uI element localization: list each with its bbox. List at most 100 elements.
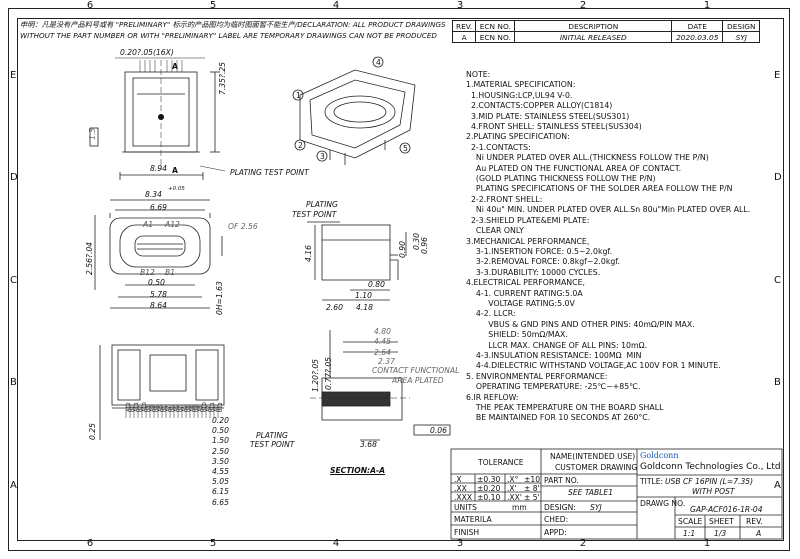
design-value: SYJ <box>590 503 602 512</box>
note-line: 3.MID PLATE: STAINLESS STEEL(SUS301) <box>466 111 630 121</box>
col-label-3-bottom: 3 <box>456 538 464 549</box>
design-cell: SYJ <box>722 31 761 43</box>
bottom-view <box>99 344 225 440</box>
total-length-dim: 7.35?.25 <box>218 61 227 95</box>
width-418-dim: 4.18 <box>356 303 373 312</box>
revision-row: A ECN NO. INITIAL RELEASED 2020.03.05 SY… <box>451 31 761 43</box>
height-090-dim: 0.90 <box>398 241 407 258</box>
part-no-label: PART NO. <box>544 476 579 485</box>
col-label-1-bottom: 1 <box>703 538 711 549</box>
note-line: BE MAINTAINED FOR 10 SECONDS AT 260°C. <box>466 413 651 423</box>
note-line: 2.PLATING SPECIFICATION: <box>466 132 570 142</box>
tol-row-3-b: ±0.10 <box>477 493 501 502</box>
declaration-line-1: 申明：凡是没有产品料号或有 "PRELIMINARY" 标示的产品图均为临时图面… <box>20 20 446 29</box>
section-a-marker-top: A <box>172 62 178 71</box>
drawing-no-value: GAP-ACF016-1R-04 <box>690 505 763 514</box>
section-view <box>310 330 451 441</box>
bottom-dim: 0.20 <box>212 416 229 425</box>
height-256-dim: 2.56?.04 <box>85 241 94 275</box>
row-label-b: B <box>10 377 17 388</box>
width-480-dim: 4.80 <box>374 327 391 336</box>
bottom-dim: 2.50 <box>212 446 229 456</box>
row-label-a: A <box>10 480 17 491</box>
row-label-e-right: E <box>774 70 781 81</box>
width-080-dim: 0.80 <box>368 280 385 289</box>
ref-1: 1 <box>296 91 301 100</box>
title-block-lines <box>450 448 783 540</box>
rev-value: A <box>756 529 762 538</box>
col-label-5: 5 <box>209 0 217 11</box>
note-line: 2-3.SHIELD PLATE&EMI PLATE: <box>466 215 590 225</box>
tol-row-2-c: .X' <box>507 484 517 493</box>
tol-row-3-c: .XX' <box>507 493 522 502</box>
note-line: 4-1. CURRENT RATING:5.0A <box>466 288 583 298</box>
col-label-5-bottom: 5 <box>209 538 217 549</box>
scale-value: 1:1 <box>683 529 696 538</box>
tol-row-1-a: .X <box>454 475 462 484</box>
row-label-c: C <box>10 275 17 286</box>
appd-label: APPD: <box>544 528 567 537</box>
width-894-dim: 8.94 <box>150 164 167 173</box>
section-title: SECTION:A-A <box>330 466 385 475</box>
note-line: 4.FRONT SHELL: STAINLESS STEEL(SUS304) <box>466 122 642 132</box>
note-line: 3-1.INSERTION FORCE: 0.5~2.0kgf. <box>466 246 613 256</box>
area-plated-label: AREA PLATED <box>392 376 444 385</box>
row-label-a-right: A <box>774 480 781 491</box>
note-line: Au PLATED ON THE FUNCTIONAL AREA OF CONT… <box>466 163 682 173</box>
company-logo: Goldconn <box>640 451 679 460</box>
tol-row-1-c: .X° <box>507 475 519 484</box>
width-264-dim: 2.64 <box>374 348 391 357</box>
width-578-dim: 5.78 <box>150 290 167 299</box>
note-line: 3-2.REMOVAL FORCE: 0.8kgf~2.0kgf. <box>466 257 620 267</box>
drawing-type-line-2: CUSTOMER DRAWING <box>555 463 638 472</box>
width-864-dim: 8.64 <box>150 301 167 310</box>
design-label: DESIGN: <box>544 503 576 512</box>
row-label-d: D <box>10 172 18 183</box>
height-416-dim: 4.16 <box>304 245 313 262</box>
drawing-type-line-1: NAME(INTENDED USE) <box>550 452 636 461</box>
part-no-value: SEE TABLE1 <box>568 488 614 497</box>
tol-row-2-a: .XX <box>454 484 467 493</box>
title-value-1: USB CF 16PIN (L=7.35) <box>665 477 754 486</box>
height-096-dim: 0.96 <box>420 237 429 254</box>
note-line: VOLTAGE RATING:5.0V <box>466 298 575 308</box>
note-line: (GOLD PLATING THICKNESS FOLLOW THE P/N) <box>466 174 656 184</box>
col-label-4: 4 <box>332 0 340 11</box>
col-label-6-bottom: 6 <box>86 538 94 549</box>
note-line: SHIELD: 50mΩ/MAX. <box>466 330 568 340</box>
note-line: 4-3.INSULATION RESISTANCE: 100MΩ MIN <box>466 350 642 360</box>
bottom-dim: 5.05 <box>212 477 229 487</box>
note-line: 2-1.CONTACTS: <box>466 142 531 152</box>
tol-row-1-d: ±10' <box>524 475 543 484</box>
top-view <box>89 57 226 180</box>
front-view <box>94 199 223 309</box>
plating-test-point-label: PLATING TEST POINT <box>230 168 309 177</box>
note-line: 4-2. LLCR: <box>466 309 516 319</box>
note-line: VBUS & GND PINS AND OTHER PINS: 40mΩ/PIN… <box>466 319 695 329</box>
rev-cell: A <box>451 31 477 43</box>
cf-256-dim: OF 2.56 <box>228 222 258 231</box>
note-line: 1.MATERIAL SPECIFICATION: <box>466 80 576 90</box>
note-line: CLEAR ONLY <box>466 226 524 236</box>
width-025-dim: 0.25 <box>88 423 97 440</box>
note-line: 3-3.DURABILITY: 10000 CYCLES. <box>466 267 601 277</box>
dim-15: 1.5 <box>88 127 97 140</box>
tol-row-3-d: ± 5' <box>524 493 540 502</box>
note-line: 2.CONTACTS:COPPER ALLOY(C1814) <box>466 101 613 111</box>
plating-test-point-2b: TEST POINT <box>250 440 295 449</box>
ref-5: 5 <box>403 144 408 153</box>
width-445-dim: 4.45 <box>374 337 391 346</box>
plating-test-point-2a: PLATING <box>256 431 288 440</box>
ref-4: 4 <box>376 58 381 67</box>
width-368-dim: 3.68 <box>360 440 377 449</box>
note-line: PLATING SPECIFICATIONS OF THE SOLDER ARE… <box>466 184 733 194</box>
units-value: mm <box>512 503 527 512</box>
note-line: Ni 40u" MIN. UNDER PLATED OVER ALL.Sn 80… <box>466 205 751 215</box>
col-label-2-bottom: 2 <box>579 538 587 549</box>
scale-label: SCALE <box>678 517 703 526</box>
width-834-dim: 8.34 <box>145 190 162 199</box>
sheet-value: 1/3 <box>714 529 727 538</box>
bottom-dim: 6.15 <box>212 487 229 497</box>
pin-a1-label: A1 <box>143 220 154 229</box>
